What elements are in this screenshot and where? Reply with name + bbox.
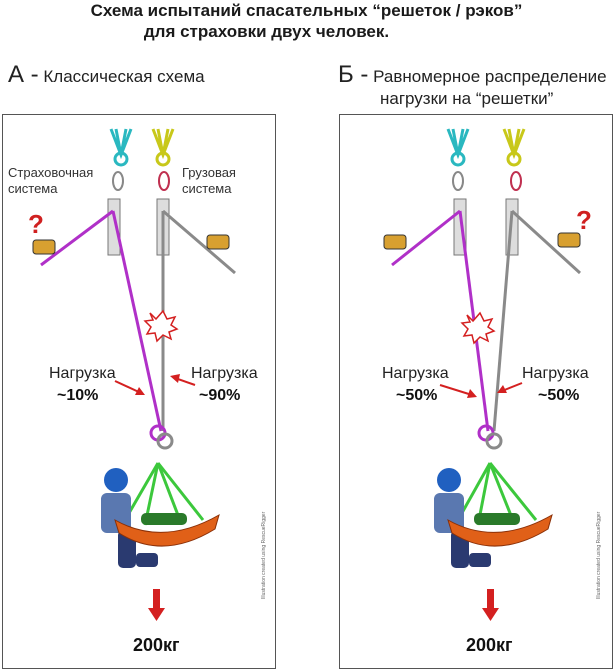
panel-b-heading: Б - Равномерное распределение bbox=[338, 61, 607, 88]
arrow-to-belay-icon bbox=[467, 389, 477, 398]
panel-a-question-mark: ? bbox=[28, 209, 44, 239]
break-burst-icon bbox=[143, 309, 179, 343]
diagram-subtitle: для страховки двух человек. bbox=[143, 22, 390, 41]
panel-b-letter: Б - bbox=[338, 61, 369, 88]
weight-arrow-icon bbox=[148, 608, 165, 621]
panel-a-heading-text: Классическая схема bbox=[43, 67, 205, 86]
panel-b-heading-line1: Равномерное распределение bbox=[373, 67, 607, 86]
panel-a-weight: 200кг bbox=[133, 635, 180, 655]
panel-a-letter: А - bbox=[8, 61, 39, 88]
knot-main bbox=[485, 432, 503, 450]
panel-a-illustration bbox=[32, 128, 236, 621]
panel-a-load-right: Нагрузка bbox=[191, 365, 258, 382]
glove-left-icon bbox=[383, 234, 407, 250]
panel-b-heading-line2: нагрузки на “решетки” bbox=[380, 89, 554, 108]
knot-main bbox=[156, 432, 174, 450]
belay-rope-tail bbox=[391, 209, 461, 267]
main-rope bbox=[492, 210, 514, 432]
panel-a-label-main-line1: Грузовая bbox=[182, 165, 236, 180]
weight-arrow-icon bbox=[482, 608, 499, 621]
yellow-anchor-sling bbox=[502, 128, 526, 167]
panel-a-pct-right: ~90% bbox=[199, 387, 241, 404]
teal-anchor-sling bbox=[446, 128, 470, 167]
arrow-to-belay-icon bbox=[135, 387, 145, 395]
belay-rope bbox=[111, 210, 163, 432]
knot-belay bbox=[477, 424, 495, 442]
carabiner-right bbox=[158, 171, 170, 191]
panel-a-label-belay-line2: система bbox=[8, 181, 58, 196]
stretcher bbox=[447, 513, 553, 547]
arrow-to-main-icon bbox=[170, 374, 180, 383]
panel-b: ? Нагрузка ~50% Нагрузка ~50% 200кг Illu… bbox=[339, 114, 613, 669]
glove-right-icon bbox=[206, 234, 230, 250]
main-rope-tail bbox=[510, 209, 582, 275]
glove-right-icon bbox=[557, 232, 581, 248]
panel-b-load-right: Нагрузка bbox=[522, 365, 589, 382]
carabiner-right bbox=[510, 171, 522, 191]
panel-a-load-left: Нагрузка bbox=[49, 365, 116, 382]
panel-a: Страховочная система Грузовая система ? … bbox=[2, 114, 276, 669]
belay-rope-tail bbox=[40, 209, 114, 267]
break-burst-icon bbox=[460, 311, 496, 345]
carabiner-left bbox=[452, 171, 464, 191]
panel-a-pct-left: ~10% bbox=[57, 387, 99, 404]
panel-a-credit: Illustration created using RescueRigger bbox=[261, 511, 267, 599]
panel-b-pct-left: ~50% bbox=[396, 387, 438, 404]
arrow-to-main-icon bbox=[497, 385, 507, 393]
panel-b-question-mark: ? bbox=[576, 205, 592, 235]
carabiner-left bbox=[112, 171, 124, 191]
panel-b-load-left: Нагрузка bbox=[382, 365, 449, 382]
stretcher bbox=[114, 513, 220, 547]
rack-left bbox=[107, 198, 121, 256]
panel-a-heading: А - Классическая схема bbox=[8, 61, 205, 88]
panel-a-label-belay-line1: Страховочная bbox=[8, 165, 94, 180]
main-rope-tail bbox=[162, 209, 236, 275]
panel-b-illustration bbox=[383, 128, 582, 621]
panel-b-weight: 200кг bbox=[466, 635, 513, 655]
patient-figure bbox=[141, 513, 187, 525]
panel-b-credit: Illustration created using RescueRigger bbox=[596, 511, 602, 599]
panel-b-pct-right: ~50% bbox=[538, 387, 580, 404]
panel-a-label-main-line2: система bbox=[182, 181, 232, 196]
patient-figure bbox=[474, 513, 520, 525]
yellow-anchor-sling bbox=[151, 128, 175, 167]
diagram-title: Схема испытаний спасательных “решеток / … bbox=[90, 1, 523, 20]
teal-anchor-sling bbox=[109, 128, 133, 167]
glove-left-icon bbox=[32, 239, 56, 255]
